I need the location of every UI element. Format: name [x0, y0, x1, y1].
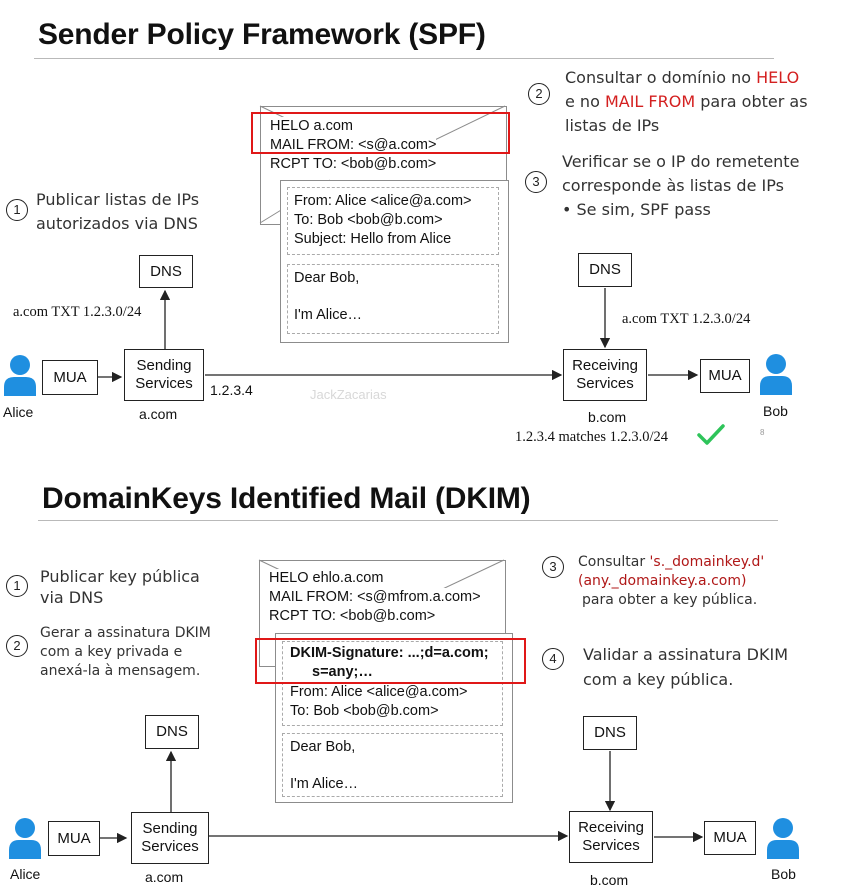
dkim-step3-text: Consultar 's._domainkey.d' (any._domaink…	[578, 554, 765, 608]
dkim-step3-number: 3	[542, 556, 564, 578]
dkim-alice-label: Alice	[10, 866, 41, 882]
dkim-envelope-rcpt-to: RCPT TO: <bob@b.com>	[269, 607, 436, 626]
spf-alice-label: Alice	[3, 404, 34, 420]
spf-message-to: To: Bob <bob@b.com>	[294, 212, 443, 228]
spf-checkmark-icon	[697, 424, 725, 445]
spf-txt-record-left: a.com TXT 1.2.3.0/24	[13, 304, 142, 320]
spf-message-body-line1: Dear Bob,	[294, 270, 360, 286]
spf-bob-person-icon	[760, 354, 792, 395]
dkim-mua-right: MUA	[704, 821, 756, 855]
dkim-dns-right: DNS	[583, 716, 637, 750]
spf-message-from: From: Alice <alice@a.com>	[294, 193, 472, 209]
spf-watermark: JackZacarias	[310, 387, 387, 402]
spf-message-body	[287, 264, 499, 334]
spf-dns-right: DNS	[578, 253, 632, 287]
spf-step3-text: Verificar se o IP do remetente correspon…	[562, 152, 800, 219]
spf-envelope-helo: HELO a.com	[270, 117, 353, 136]
dkim-step1-number: 1	[6, 575, 28, 597]
spf-mua-left: MUA	[42, 360, 98, 395]
spf-title-rule	[34, 58, 774, 59]
dkim-step4-text: Validar a assinatura DKIM com a key públ…	[583, 645, 788, 689]
dkim-dns-left: DNS	[145, 715, 199, 749]
spf-message-body-line2: I'm Alice…	[294, 307, 363, 323]
spf-slide-number: 8	[760, 428, 765, 437]
spf-domain-left: a.com	[139, 406, 178, 422]
dkim-step2-text: Gerar a assinatura DKIM com a key privad…	[40, 625, 211, 679]
dkim-envelope-mail-from: MAIL FROM: <s@mfrom.a.com>	[269, 588, 481, 607]
dkim-message-body	[282, 733, 503, 797]
spf-sending-ip: 1.2.3.4	[210, 382, 253, 398]
spf-bob-label: Bob	[763, 403, 788, 419]
dkim-message-card	[275, 633, 513, 803]
spf-domain-right: b.com	[588, 409, 627, 425]
spf-step1-number: 1	[6, 199, 28, 221]
dkim-domain-right: b.com	[590, 872, 629, 888]
dkim-step1-text: Publicar key pública via DNS	[40, 567, 200, 607]
dkim-step4-number: 4	[542, 648, 564, 670]
dkim-alice-person-icon	[9, 818, 41, 859]
dkim-message-body-line1: Dear Bob,	[290, 739, 356, 755]
dkim-bob-label: Bob	[771, 866, 796, 882]
spf-dns-left: DNS	[139, 255, 193, 288]
dkim-message-from: From: Alice <alice@a.com>	[290, 684, 468, 700]
dkim-bob-person-icon	[767, 818, 799, 859]
spf-step2-text: Consultar o domínio no HELO e no MAIL FR…	[565, 68, 808, 135]
dkim-envelope-helo: HELO ehlo.a.com	[269, 569, 384, 588]
spf-ip-match: 1.2.3.4 matches 1.2.3.0/24	[515, 429, 669, 445]
spf-step1-text: Publicar listas de IPs autorizados via D…	[36, 190, 200, 233]
dkim-signature-highlight	[255, 638, 526, 684]
spf-message-subject: Subject: Hello from Alice	[294, 231, 452, 247]
spf-message-headers	[287, 187, 499, 255]
dkim-title: DomainKeys Identified Mail (DKIM)	[42, 482, 531, 515]
spf-mua-right: MUA	[700, 359, 750, 393]
dkim-signature-line1: DKIM-Signature: ...;d=a.com;	[290, 645, 489, 661]
spf-envelope-rcpt-to: RCPT TO: <bob@b.com>	[270, 155, 437, 174]
spf-message-card	[280, 180, 509, 343]
spf-title: Sender Policy Framework (SPF)	[38, 18, 486, 51]
spf-envelope-mail-from: MAIL FROM: <s@a.com>	[270, 136, 437, 155]
spf-alice-person-icon	[4, 355, 36, 396]
dkim-message-to: To: Bob <bob@b.com>	[290, 703, 439, 719]
spf-txt-record-right: a.com TXT 1.2.3.0/24	[622, 311, 751, 327]
dkim-step2-number: 2	[6, 635, 28, 657]
spf-step2-number: 2	[528, 83, 550, 105]
spf-helo-mailfrom-highlight	[251, 112, 510, 154]
dkim-domain-left: a.com	[145, 869, 184, 885]
dkim-mua-left: MUA	[48, 821, 100, 856]
dkim-title-rule	[38, 520, 778, 521]
dkim-signature-line2: s=any;…	[312, 664, 373, 680]
dkim-message-body-line2: I'm Alice…	[290, 776, 359, 792]
spf-step3-number: 3	[525, 171, 547, 193]
